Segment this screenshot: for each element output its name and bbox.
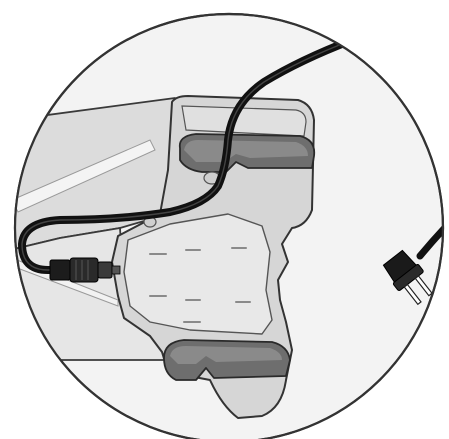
cord-connector-icon bbox=[50, 258, 120, 282]
cord-hook-bottom-icon bbox=[164, 340, 290, 380]
cord-hook-top-icon bbox=[180, 134, 314, 172]
